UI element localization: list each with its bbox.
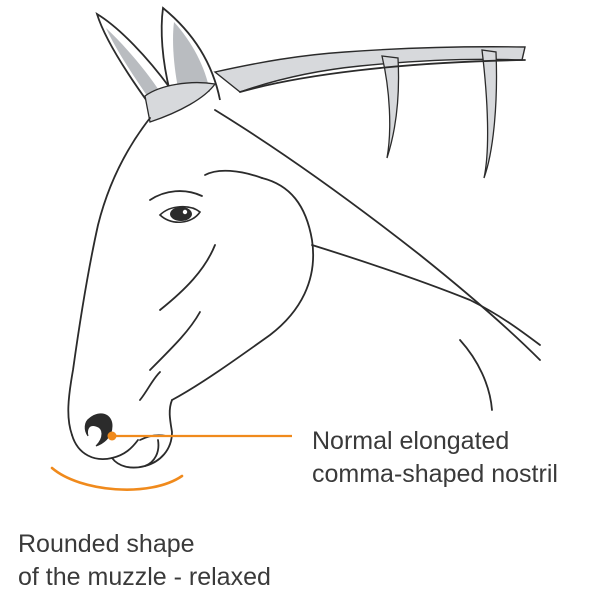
chin <box>145 400 172 466</box>
cheek-detail <box>160 245 215 310</box>
muzzle-label: Rounded shape of the muzzle - relaxed <box>18 528 271 594</box>
lower-neck <box>460 340 492 410</box>
nostril-label-line-2: comma-shaped nostril <box>312 458 558 491</box>
nostril-label: Normal elongated comma-shaped nostril <box>312 425 558 491</box>
ears <box>97 8 220 122</box>
nostril <box>85 414 112 446</box>
front-profile <box>68 118 150 435</box>
eyebrow <box>150 191 202 200</box>
face-crest <box>150 312 200 370</box>
eye-pupil <box>170 207 192 221</box>
mane <box>215 47 525 178</box>
jaw-back <box>205 171 262 178</box>
mane-tuft-1 <box>382 56 399 158</box>
mane-tuft-2 <box>482 50 497 178</box>
eye-highlight <box>183 210 187 214</box>
head-outline <box>68 60 540 468</box>
muzzle-label-line-2: of the muzzle - relaxed <box>18 561 271 594</box>
nose-bridge-detail <box>140 372 160 400</box>
muzzle-arc <box>52 468 182 490</box>
nostril-pointer-dot <box>108 432 117 441</box>
nostril-label-line-1: Normal elongated <box>312 425 558 458</box>
eye <box>160 207 200 223</box>
muzzle-label-line-1: Rounded shape <box>18 528 271 561</box>
